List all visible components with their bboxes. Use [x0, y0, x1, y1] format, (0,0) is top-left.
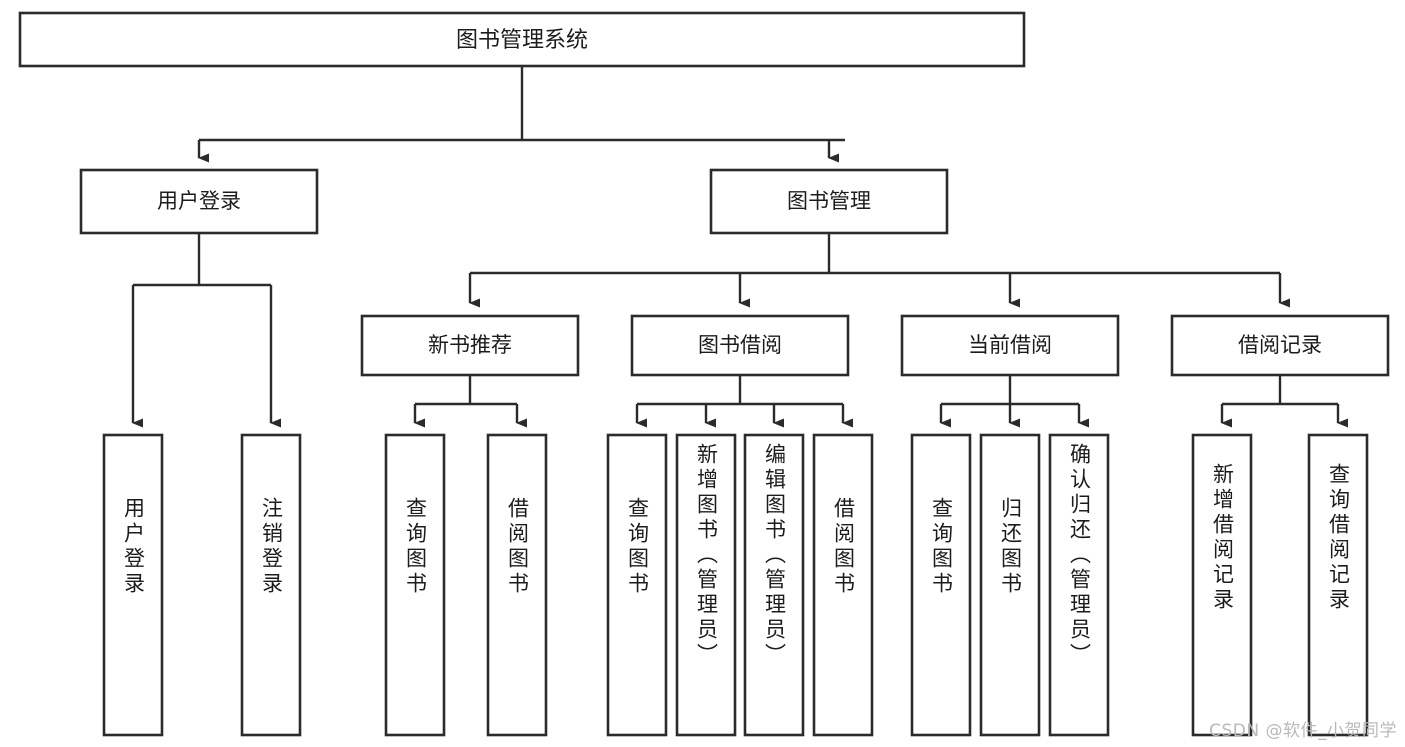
node-new-book-recommend-label: 新书推荐: [428, 333, 512, 357]
connector-group-book-mgmt: [468, 233, 1290, 308]
leaf-box-add-borrow-record[interactable]: [1191, 433, 1253, 737]
connector-group-user-login: [131, 233, 281, 428]
node-new-book-recommend[interactable]: 新书推荐: [360, 314, 580, 377]
node-root-label: 图书管理系统: [456, 28, 588, 53]
leaf-box-query-book-rec[interactable]: [384, 433, 446, 737]
leaf-box-confirm-return-admin[interactable]: [1048, 433, 1110, 737]
node-current-borrow-box[interactable]: [900, 314, 1120, 377]
leaf-box-add-book-admin[interactable]: [675, 433, 737, 737]
node-book-management[interactable]: 图书管理: [709, 168, 949, 235]
node-borrow-record[interactable]: 借阅记录: [1170, 314, 1390, 377]
leaf-box-edit-book-admin[interactable]: [743, 433, 805, 737]
watermark-csdn: CSDN @软件_小贺同学: [1209, 721, 1397, 741]
connector-group-new-book: [413, 375, 527, 428]
connector-group-current: [939, 375, 1089, 428]
leaf-box-borrow-book[interactable]: [812, 433, 874, 737]
node-current-borrow-label: 当前借阅: [968, 333, 1052, 357]
node-user-login-box[interactable]: [79, 168, 319, 235]
leaf-box-logout[interactable]: [240, 433, 302, 737]
node-new-book-recommend-box[interactable]: [360, 314, 580, 377]
node-book-borrow-label: 图书借阅: [698, 333, 782, 357]
connector-group-record: [1220, 375, 1348, 428]
node-user-login-label: 用户登录: [157, 189, 241, 213]
connector-group-borrow: [635, 375, 853, 428]
node-current-borrow[interactable]: 当前借阅: [900, 314, 1120, 377]
node-book-management-label: 图书管理: [787, 189, 871, 213]
node-root[interactable]: 图书管理系统: [18, 11, 1026, 68]
node-root-box[interactable]: [18, 11, 1026, 68]
leaf-box-user-login[interactable]: [102, 433, 164, 737]
node-book-management-box[interactable]: [709, 168, 949, 235]
leaf-box-query-book-current[interactable]: [910, 433, 972, 737]
node-user-login[interactable]: 用户登录: [79, 168, 319, 235]
leaf-box-query-borrow-record[interactable]: [1307, 433, 1369, 737]
connector-group-root: [197, 66, 845, 163]
leaf-box-query-book-borrow[interactable]: [606, 433, 668, 737]
leaf-box-return-book[interactable]: [979, 433, 1041, 737]
node-book-borrow-box[interactable]: [630, 314, 850, 377]
node-borrow-record-box[interactable]: [1170, 314, 1390, 377]
node-book-borrow[interactable]: 图书借阅: [630, 314, 850, 377]
node-borrow-record-label: 借阅记录: [1238, 333, 1322, 357]
leaf-box-borrow-book-rec[interactable]: [486, 433, 548, 737]
